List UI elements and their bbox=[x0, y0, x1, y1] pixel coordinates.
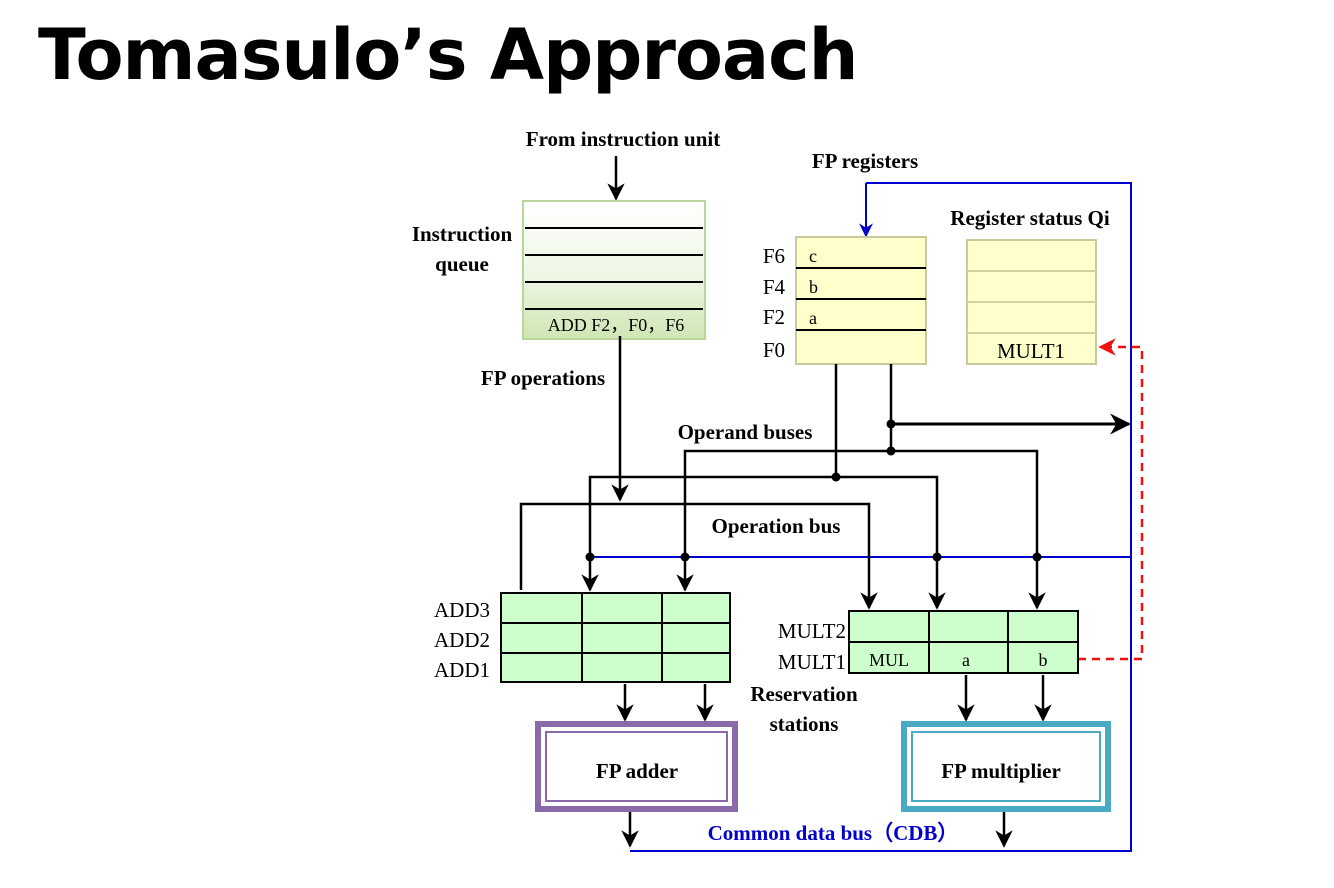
mult-reservation-stations: MULT2 MULT1 MUL a b bbox=[778, 610, 1079, 674]
reservation-stations-label-1: Reservation bbox=[750, 682, 858, 706]
tag-arrow bbox=[1078, 338, 1144, 661]
register-status-entry: MULT1 bbox=[997, 339, 1065, 363]
unit-output-arrows bbox=[621, 812, 1013, 848]
cdb-label: Common data bus（CDB） bbox=[708, 821, 959, 845]
fp-adder-label: FP adder bbox=[596, 759, 678, 783]
register-name: F2 bbox=[763, 305, 785, 329]
register-name: F4 bbox=[763, 275, 786, 299]
add-reservation-stations: ADD3 ADD2 ADD1 bbox=[434, 592, 731, 683]
register-name: F6 bbox=[763, 244, 785, 268]
station-name: MULT1 bbox=[778, 650, 846, 674]
station-operand: a bbox=[962, 650, 970, 670]
fp-multiplier-label: FP multiplier bbox=[941, 759, 1061, 783]
bus-junctions bbox=[585, 419, 1042, 562]
fp-adder-unit: FP adder bbox=[535, 721, 738, 812]
fp-register-file: F6 F4 F2 F0 c b a bbox=[763, 236, 927, 365]
register-name: F0 bbox=[763, 338, 785, 362]
register-value: c bbox=[809, 246, 817, 266]
station-name: ADD1 bbox=[434, 658, 490, 682]
register-status-label: Register status Qi bbox=[950, 206, 1110, 230]
register-status-table: MULT1 bbox=[966, 239, 1097, 365]
station-to-unit-arrows bbox=[616, 675, 1052, 722]
station-op: MUL bbox=[869, 650, 909, 670]
operand-buses bbox=[519, 364, 1132, 610]
instruction-queue-label-1: Instruction bbox=[412, 222, 513, 246]
from-instruction-unit-label: From instruction unit bbox=[526, 127, 720, 151]
instruction-queue: ADD F2，F0，F6 bbox=[522, 200, 706, 340]
operand-buses-label: Operand buses bbox=[678, 420, 813, 444]
station-name: ADD3 bbox=[434, 598, 490, 622]
fp-registers-label: FP registers bbox=[812, 149, 918, 173]
queue-entry: ADD F2，F0，F6 bbox=[548, 315, 685, 335]
reservation-stations-label-2: stations bbox=[770, 712, 839, 736]
station-name: ADD2 bbox=[434, 628, 490, 652]
instruction-queue-label-2: queue bbox=[435, 252, 489, 276]
fp-operations-label: FP operations bbox=[481, 366, 605, 390]
register-value: b bbox=[809, 277, 818, 297]
operation-bus-label: Operation bus bbox=[712, 514, 841, 538]
station-name: MULT2 bbox=[778, 619, 846, 643]
station-operand: b bbox=[1039, 650, 1048, 670]
fp-multiplier-unit: FP multiplier bbox=[901, 721, 1111, 812]
slide-title: Tomasulo’s Approach bbox=[38, 14, 858, 96]
register-value: a bbox=[809, 308, 817, 328]
